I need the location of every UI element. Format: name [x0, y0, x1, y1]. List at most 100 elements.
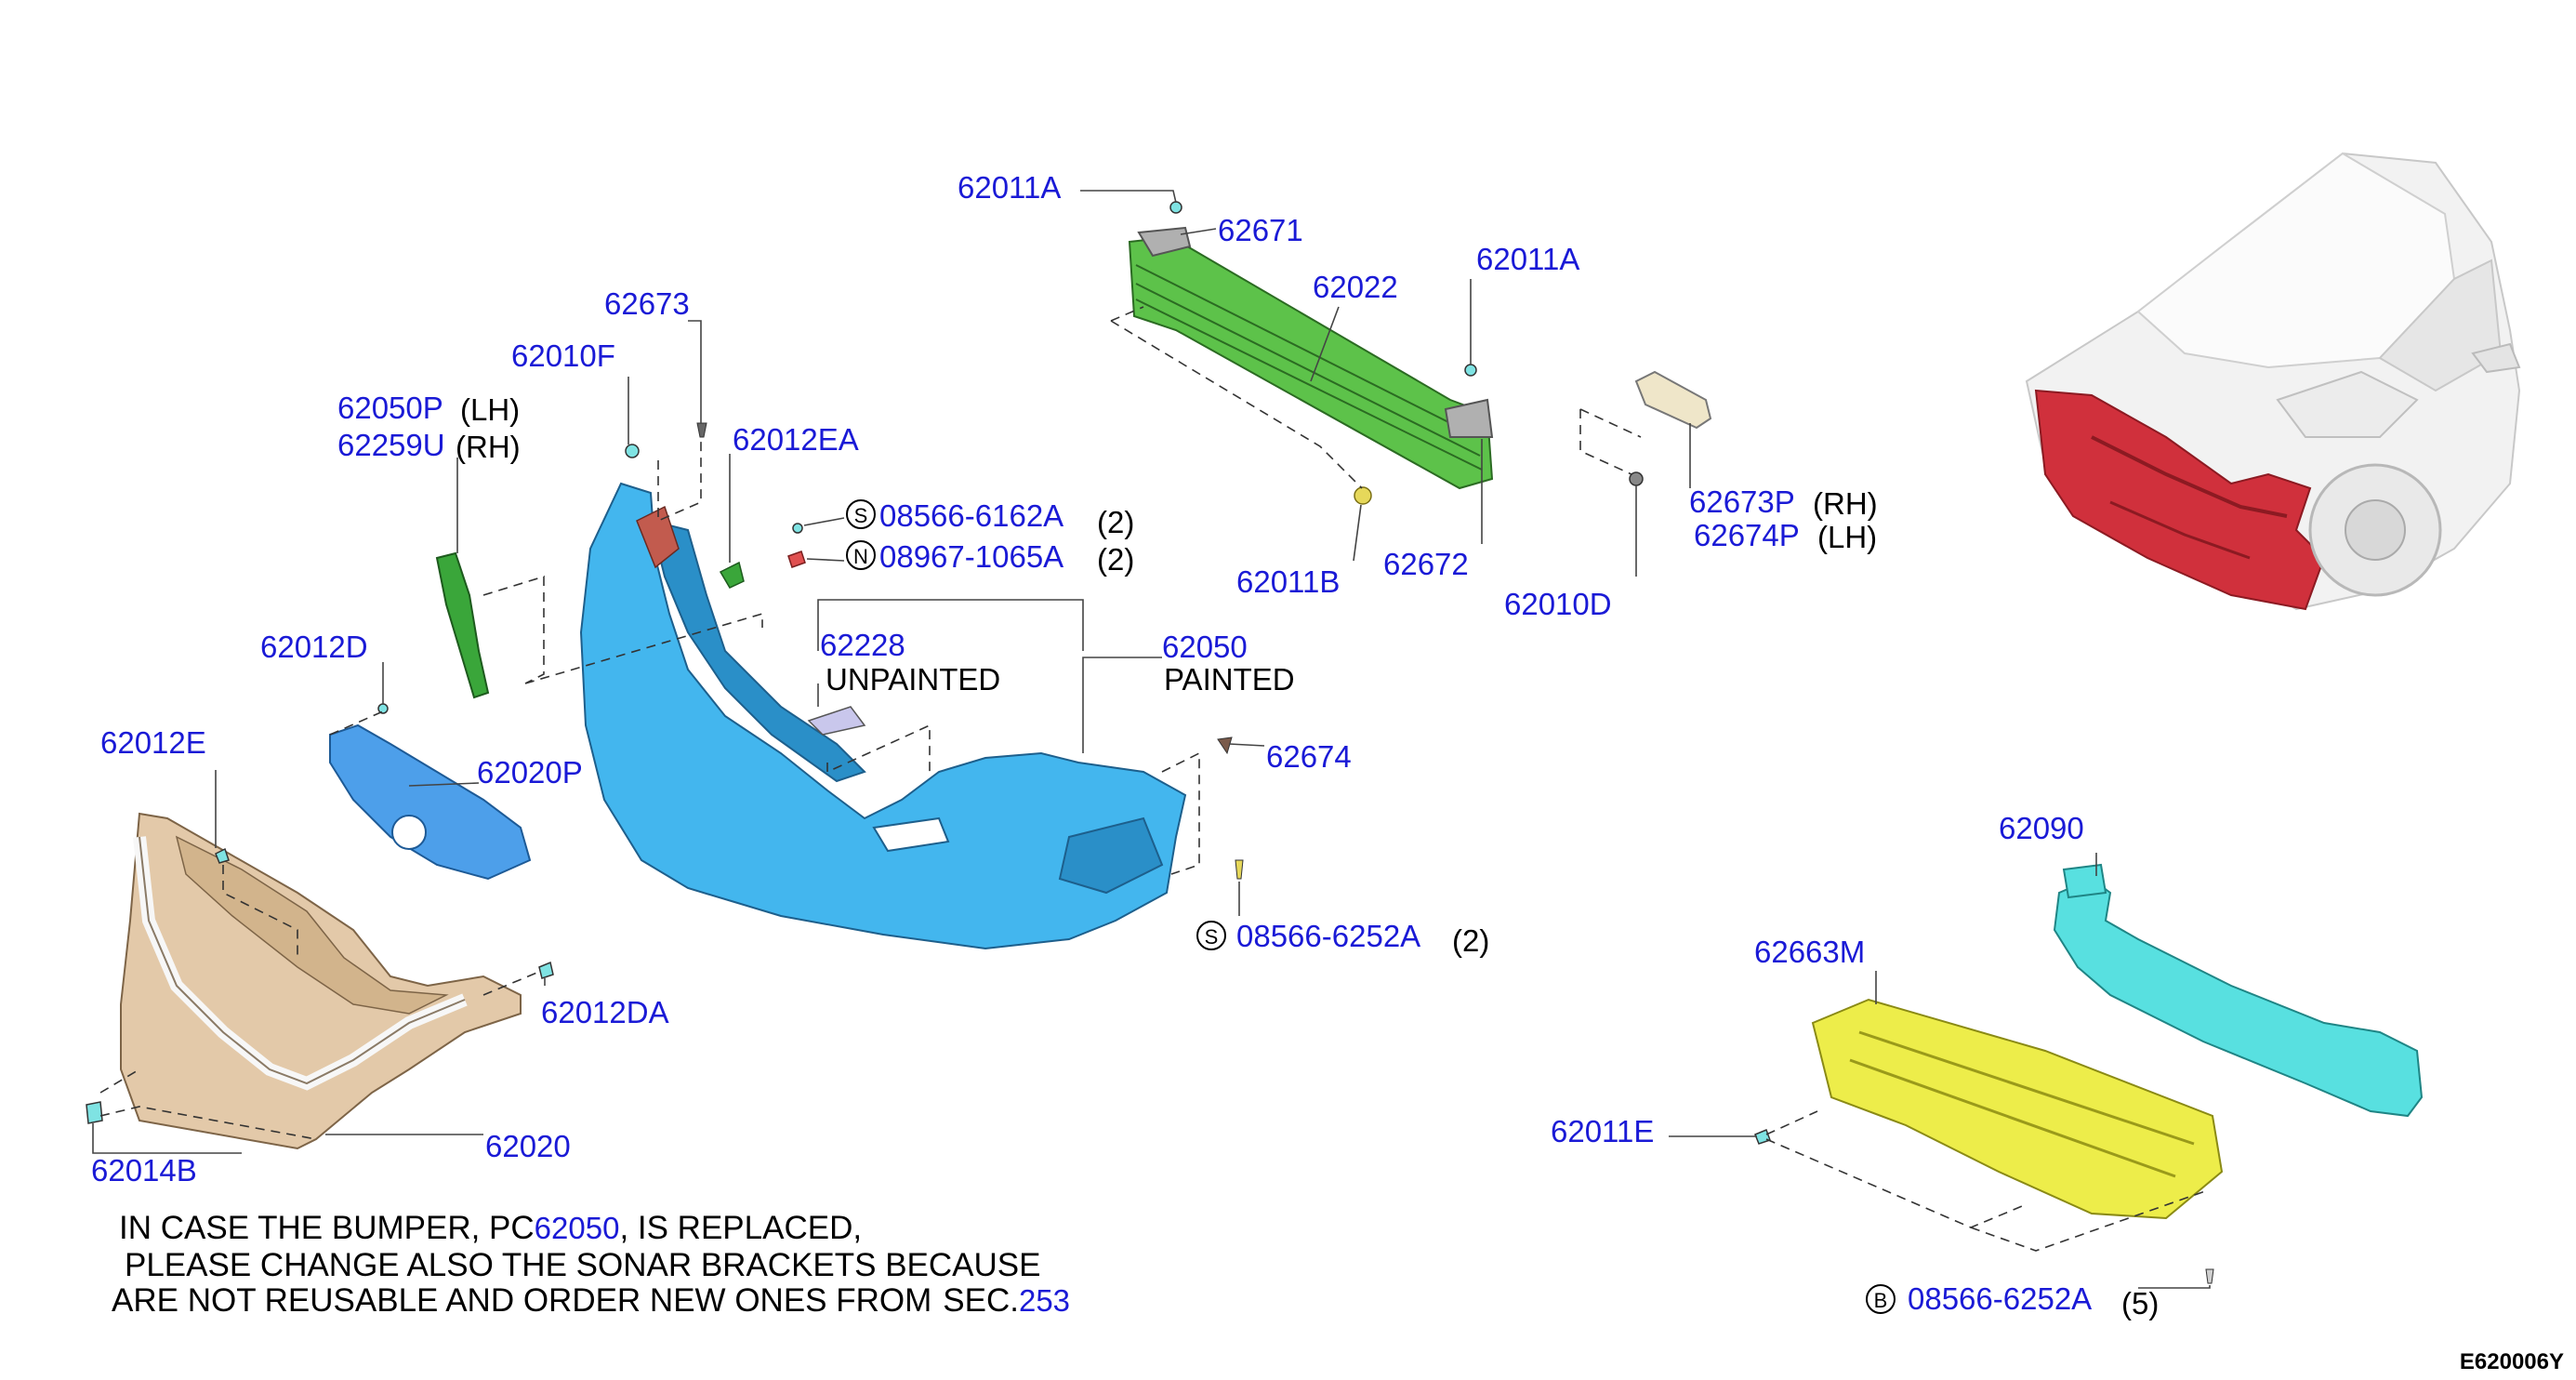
- part-number-62012EA[interactable]: 62012EA: [733, 422, 859, 457]
- part-number-62022[interactable]: 62022: [1313, 270, 1398, 304]
- note-line-1-b: , IS REPLACED,: [619, 1210, 862, 1246]
- part-number-08566-6252A-bottom[interactable]: 08566-6252A: [1908, 1281, 2092, 1316]
- front-grille-62020: [86, 812, 554, 1150]
- bumper-reinforcement: [1128, 201, 1494, 505]
- screw-08566-6162A: [792, 523, 803, 534]
- part-number-62020[interactable]: 62020: [485, 1129, 571, 1163]
- leader-62050: [1082, 657, 1162, 753]
- leader-08566-6252A-bottom: [2138, 1285, 2211, 1289]
- dash-grille-62014B: [99, 1068, 317, 1140]
- absorber-body: [2053, 877, 2424, 1118]
- part-number-62010F[interactable]: 62010F: [511, 338, 615, 373]
- dash-grille-62012DA: [482, 971, 540, 996]
- part-number-62012DA[interactable]: 62012DA: [541, 995, 669, 1029]
- grille-insert-body: [329, 723, 532, 881]
- clip-62012E: [215, 847, 230, 864]
- figure-id: E620006Y: [2460, 1349, 2564, 1374]
- side-bracket-body: [1634, 370, 1712, 430]
- clip-62674: [1217, 736, 1233, 755]
- part-number-62672[interactable]: 62672: [1383, 547, 1469, 581]
- part-number-62671[interactable]: 62671: [1218, 213, 1303, 247]
- part-number-62011B[interactable]: 62011B: [1236, 564, 1340, 599]
- part-number-62011A-top[interactable]: 62011A: [958, 170, 1061, 205]
- reinforcement-rib-1: [1135, 264, 1479, 438]
- screw-08566-6252A-mid: [1235, 859, 1244, 880]
- leader-62020P: [408, 782, 480, 787]
- dash-reinforcement-left: [1110, 320, 1363, 489]
- clip-62010F: [625, 444, 640, 458]
- qty-08566-6252A-mid: (2): [1452, 923, 1489, 958]
- symbol-b-1-label: B: [1874, 1289, 1888, 1312]
- note-line-3-ref[interactable]: 253: [1019, 1283, 1070, 1318]
- dash-grille-62012E: [222, 865, 298, 958]
- sonar-bracket-62228: [807, 706, 866, 736]
- note-line-3-a: ARE NOT REUSABLE AND ORDER NEW ONES FROM: [112, 1282, 931, 1319]
- screw-62011E: [1754, 1129, 1771, 1145]
- fascia-body: [579, 482, 1187, 950]
- absorber-upper-tab: [2062, 863, 2107, 899]
- dash-side-bracket: [1579, 408, 1642, 475]
- part-number-labels: 62011A 62671 62022 62011A 62673 62010F 6…: [91, 170, 2159, 1320]
- part-number-62014B[interactable]: 62014B: [91, 1153, 197, 1188]
- car-mirror: [2471, 342, 2521, 374]
- car-lower-intake: [2109, 500, 2251, 560]
- bracket-62014B: [86, 1101, 103, 1124]
- part-number-62012E[interactable]: 62012E: [100, 725, 206, 760]
- grille-mesh-area: [175, 835, 449, 1015]
- reinforcement-body: [1128, 235, 1494, 490]
- bumper-fascia: [579, 422, 1244, 950]
- suffix-62673P: (RH): [1813, 486, 1878, 521]
- grille-insert-emblem-hole: [391, 815, 427, 850]
- leader-lines: [92, 190, 2211, 1289]
- energy-absorber-62090: [2053, 863, 2424, 1118]
- part-number-08566-6252A-mid[interactable]: 08566-6252A: [1236, 919, 1420, 953]
- part-number-62050P[interactable]: 62050P: [337, 391, 443, 425]
- leader-62011A-top: [1080, 190, 1177, 204]
- dash-grille-insert: [329, 710, 384, 736]
- leader-62011B: [1353, 504, 1362, 562]
- part-number-62050[interactable]: 62050: [1162, 630, 1248, 664]
- note-line-1-ref[interactable]: 62050: [535, 1211, 620, 1245]
- part-number-62259U[interactable]: 62259U: [337, 428, 445, 462]
- leader-62022: [1310, 306, 1340, 382]
- part-number-62674P[interactable]: 62674P: [1694, 518, 1800, 552]
- grille-chrome-trim-edge: [139, 836, 466, 1085]
- part-number-62673[interactable]: 62673: [604, 286, 690, 321]
- car-wheel-hub: [2345, 499, 2406, 561]
- car-windshield: [2378, 259, 2503, 392]
- symbol-s-2: [1196, 921, 1226, 950]
- replacement-note: IN CASE THE BUMPER, PC62050, IS REPLACED…: [112, 1210, 1070, 1319]
- suffix-62050P: (LH): [460, 392, 520, 427]
- part-number-62674[interactable]: 62674: [1266, 739, 1352, 774]
- dash-62228: [826, 723, 931, 774]
- clip-62012D: [377, 703, 389, 714]
- part-number-62011A-right[interactable]: 62011A: [1476, 242, 1579, 276]
- clip-62012DA: [538, 961, 554, 979]
- part-number-62020P[interactable]: 62020P: [477, 755, 583, 790]
- symbol-n-1-label: N: [853, 545, 868, 568]
- reinforcement-rib-2: [1135, 283, 1481, 457]
- dash-fascia-clip-62673: [657, 442, 702, 523]
- grille-insert-62020P: [329, 703, 532, 881]
- dash-reinforcement-top: [1110, 306, 1144, 322]
- clip-62011A-top: [1169, 201, 1182, 214]
- part-number-08566-6162A[interactable]: 08566-6162A: [879, 498, 1063, 533]
- clip-62011A-right: [1464, 364, 1477, 377]
- suffix-62674P: (LH): [1817, 520, 1877, 554]
- dash-fascia-bracket: [482, 575, 763, 684]
- part-number-62011E[interactable]: 62011E: [1551, 1114, 1654, 1148]
- part-number-62090[interactable]: 62090: [1999, 811, 2084, 845]
- part-number-62673P[interactable]: 62673P: [1689, 484, 1795, 519]
- clip-62012EA: [719, 561, 745, 589]
- note-line-1-a: IN CASE THE BUMPER, PC: [119, 1210, 535, 1246]
- part-number-62010D[interactable]: 62010D: [1504, 587, 1612, 621]
- part-number-62663M[interactable]: 62663M: [1754, 935, 1865, 969]
- part-number-62228[interactable]: 62228: [820, 628, 905, 662]
- note-line-3: ARE NOT REUSABLE AND ORDER NEW ONES FROM…: [112, 1282, 1070, 1319]
- clip-62673: [696, 422, 707, 438]
- dash-fascia-lower: [1161, 751, 1200, 875]
- part-number-08967-1065A[interactable]: 08967-1065A: [879, 539, 1063, 574]
- part-number-62012D[interactable]: 62012D: [260, 630, 368, 664]
- suffix-62259U: (RH): [456, 430, 521, 464]
